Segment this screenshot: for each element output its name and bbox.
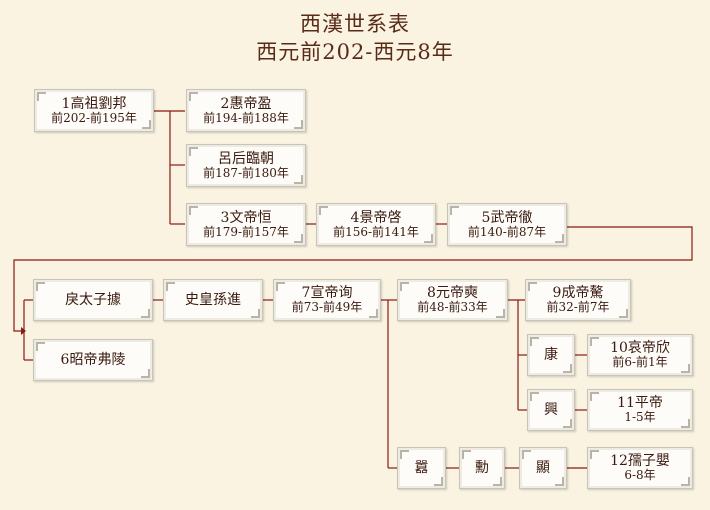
node-name: 囂	[414, 459, 429, 476]
arrow-head-icon	[21, 327, 26, 335]
node-name: 3文帝恒	[220, 209, 272, 226]
node-wudi[interactable]: 5武帝徹 前140-前87年	[447, 203, 567, 246]
node-huidi[interactable]: 2惠帝盈 前194-前188年	[186, 89, 306, 132]
node-name: 史皇孫進	[185, 291, 241, 308]
node-years: 前73-前49年	[291, 300, 363, 315]
node-kang[interactable]: 康	[527, 334, 575, 376]
node-xiao[interactable]: 囂	[397, 447, 446, 489]
node-years: 前202-前195年	[51, 110, 137, 125]
node-xuandi[interactable]: 7宣帝询 前73-前49年	[273, 279, 381, 321]
node-name: 12孺子嬰	[610, 453, 670, 470]
node-years: 1-5年	[624, 410, 656, 425]
node-years: 前32-前7年	[546, 300, 610, 315]
node-name: 11平帝	[617, 395, 663, 412]
node-wendi[interactable]: 3文帝恒 前179-前157年	[186, 203, 306, 246]
node-name: 呂后臨朝	[218, 150, 274, 167]
node-lvhou[interactable]: 呂后臨朝 前187-前180年	[186, 144, 306, 187]
node-yuandi[interactable]: 8元帝奭 前48-前33年	[397, 279, 508, 321]
node-name: 6昭帝弗陵	[60, 351, 126, 368]
node-xun[interactable]: 勳	[459, 447, 505, 489]
node-years: 前48-前33年	[417, 300, 488, 315]
node-years: 前179-前157年	[203, 224, 289, 239]
node-ruzi[interactable]: 12孺子嬰 6-8年	[587, 447, 693, 489]
node-years: 6-8年	[624, 468, 656, 483]
node-years: 前156-前141年	[333, 224, 419, 239]
node-aidi[interactable]: 10哀帝欣 前6-前1年	[587, 334, 693, 376]
node-name: 戾太子據	[65, 291, 121, 308]
node-name: 4景帝啓	[350, 209, 402, 226]
node-name: 康	[544, 346, 558, 363]
node-jingdi[interactable]: 4景帝啓 前156-前141年	[316, 203, 436, 246]
node-name: 勳	[475, 459, 489, 476]
node-name: 8元帝奭	[427, 285, 478, 302]
node-zhaodi[interactable]: 6昭帝弗陵	[33, 339, 153, 381]
node-name: 9成帝驁	[552, 285, 604, 302]
node-years: 前194-前188年	[203, 110, 289, 125]
node-name: 10哀帝欣	[610, 340, 670, 357]
node-name: 顯	[536, 459, 550, 476]
node-liubang[interactable]: 1高祖劉邦 前202-前195年	[34, 89, 154, 132]
node-years: 前140-前87年	[467, 224, 547, 239]
node-name: 興	[544, 401, 558, 418]
chart-subtitle: 西元前202-西元8年	[256, 40, 454, 64]
connector-line	[13, 226, 693, 332]
node-xian[interactable]: 顯	[519, 447, 567, 489]
node-chengdi[interactable]: 9成帝驁 前32-前7年	[525, 279, 631, 321]
node-years: 前187-前180年	[203, 165, 289, 180]
node-name: 5武帝徹	[481, 209, 533, 226]
node-xing[interactable]: 興	[527, 389, 575, 431]
node-name: 7宣帝询	[301, 285, 353, 302]
chart-title: 西漢世系表	[300, 12, 410, 36]
node-name: 1高祖劉邦	[61, 95, 127, 112]
node-pingdi[interactable]: 11平帝 1-5年	[587, 389, 693, 431]
node-years: 前6-前1年	[612, 355, 668, 370]
node-shihuangsun[interactable]: 史皇孫進	[163, 279, 263, 321]
node-name: 2惠帝盈	[220, 95, 272, 112]
node-litaizi[interactable]: 戾太子據	[33, 279, 153, 321]
